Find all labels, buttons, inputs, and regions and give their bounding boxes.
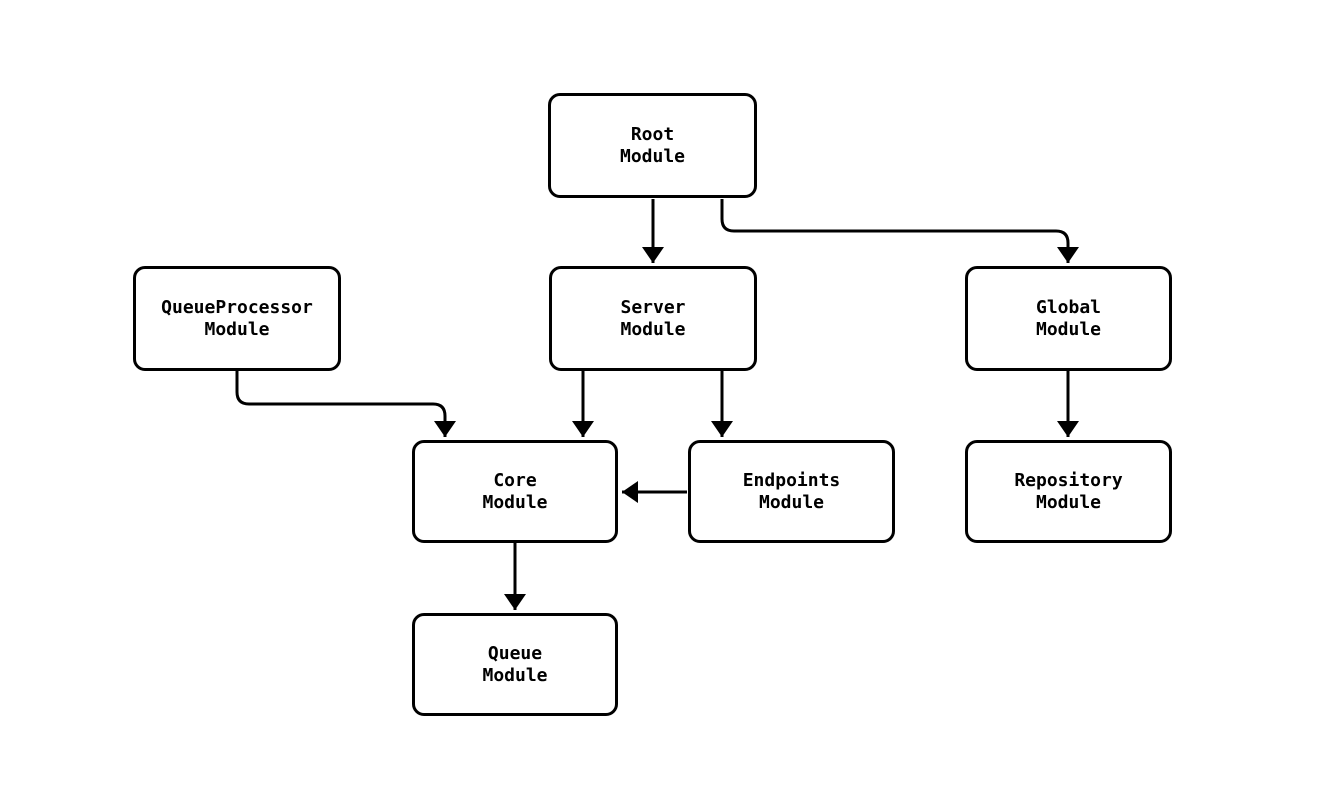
- node-label-line: Module: [482, 664, 548, 686]
- node-queue-module: Queue Module: [412, 613, 618, 716]
- node-label-line: Module: [1035, 491, 1102, 513]
- node-label-line: Endpoints: [742, 469, 841, 491]
- node-label-line: Global: [1035, 296, 1102, 318]
- node-label-line: Module: [619, 145, 686, 167]
- node-core-module: Core Module: [412, 440, 618, 543]
- node-label-line: QueueProcessor: [161, 296, 313, 318]
- node-endpoints-module: Endpoints Module: [688, 440, 895, 543]
- node-label-line: Module: [758, 491, 825, 513]
- node-queueprocessor-module: QueueProcessor Module: [133, 266, 341, 371]
- node-label-line: Repository: [1014, 469, 1123, 491]
- node-label-line: Module: [1035, 318, 1102, 340]
- node-root-module: Root Module: [548, 93, 757, 198]
- node-repository-module: Repository Module: [965, 440, 1172, 543]
- node-label-line: Module: [204, 318, 270, 340]
- node-label-line: Module: [620, 318, 686, 340]
- edge-queueprocessor-to-core: [235, 370, 456, 437]
- node-label-line: Server: [620, 296, 686, 318]
- node-label-line: Root: [630, 123, 675, 145]
- edge-root-to-global: [720, 199, 1079, 263]
- node-label-line: Core: [493, 469, 537, 491]
- node-label-line: Module: [482, 491, 548, 513]
- node-label-line: Queue: [487, 642, 543, 664]
- node-server-module: Server Module: [549, 266, 757, 371]
- node-global-module: Global Module: [965, 266, 1172, 371]
